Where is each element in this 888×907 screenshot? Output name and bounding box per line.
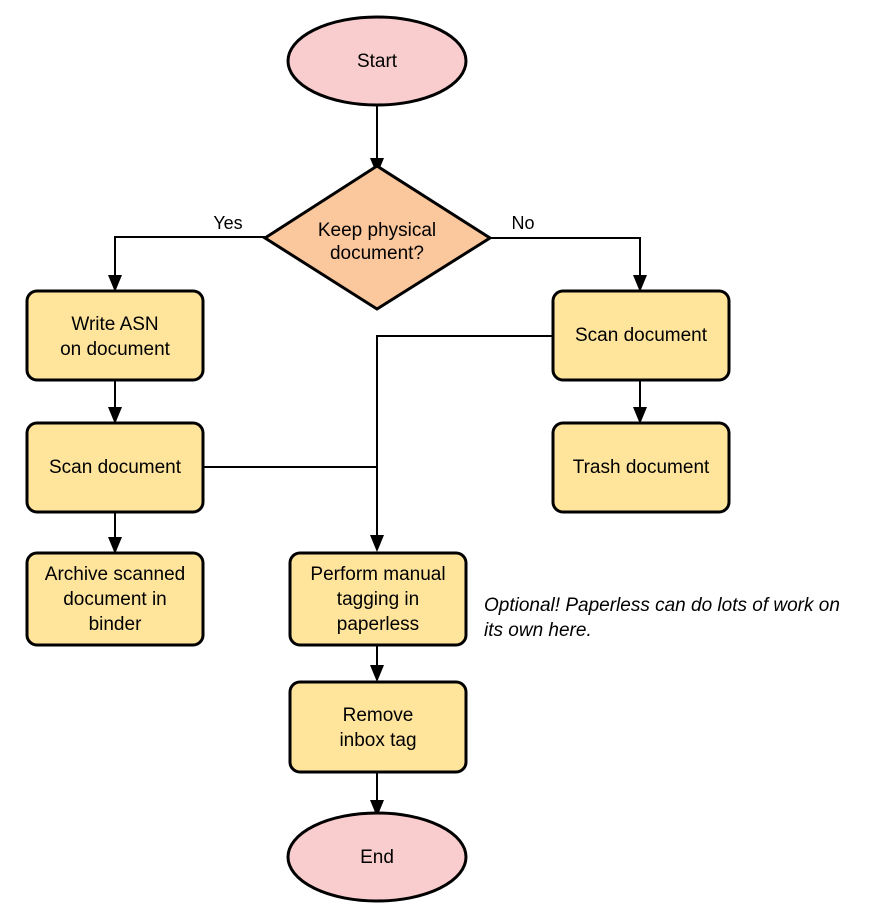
edge-decision-no-to-scan-right: [490, 237, 647, 292]
edge-tagging-to-remove-inbox: [370, 645, 384, 682]
write-asn-box[interactable]: [25, 289, 205, 382]
remove-inbox-box[interactable]: [288, 680, 468, 774]
remove-inbox-label-line1: Remove: [343, 705, 414, 726]
edge-line: [490, 237, 641, 280]
arrow-head-icon: [108, 407, 122, 424]
edge-label-yes: Yes: [213, 213, 242, 233]
node-decision-keep-physical-document[interactable]: Keep physical document?: [262, 164, 493, 311]
node-remove-inbox-tag[interactable]: Remove inbox tag: [288, 680, 468, 774]
edge-write-asn-to-scan-left: [108, 380, 122, 424]
tagging-box[interactable]: [288, 551, 468, 647]
scan-document-left-box[interactable]: [25, 421, 205, 514]
node-scan-document-left[interactable]: Scan document: [25, 421, 205, 514]
end-ellipse[interactable]: [286, 811, 468, 903]
edge-decision-yes-to-write-asn: [108, 236, 265, 292]
arrow-head-icon: [370, 535, 384, 552]
arrow-head-icon: [633, 407, 647, 424]
node-archive-scanned-document[interactable]: Archive scanned document in binder: [25, 551, 205, 647]
arrow-head-icon: [108, 537, 122, 554]
write-asn-label-line2: on document: [60, 339, 171, 360]
decision-label-line2: document?: [330, 243, 424, 264]
edge-scan-left-to-archive: [108, 512, 122, 554]
scan-document-left-label: Scan document: [49, 457, 182, 478]
tagging-label-line2: tagging in: [337, 589, 419, 610]
decision-label-line1: Keep physical: [318, 220, 436, 241]
arrow-head-icon: [370, 800, 384, 817]
edge-scan-right-to-tagging: [370, 335, 553, 552]
node-start[interactable]: Start: [286, 15, 468, 107]
start-label: Start: [357, 51, 398, 72]
archive-box[interactable]: [25, 551, 205, 647]
archive-label-line3: binder: [89, 614, 142, 635]
edge-scan-right-to-trash: [633, 380, 647, 424]
edge-label-no: No: [511, 213, 534, 233]
annotation-line2: its own here.: [484, 620, 592, 641]
end-label: End: [360, 847, 394, 868]
node-write-asn-on-document[interactable]: Write ASN on document: [25, 289, 205, 382]
annotation-line1: Optional! Paperless can do lots of work …: [484, 595, 840, 616]
archive-label-line2: document in: [63, 589, 167, 610]
node-end[interactable]: End: [286, 811, 468, 903]
node-scan-document-right[interactable]: Scan document: [551, 289, 731, 382]
arrow-head-icon: [633, 275, 647, 292]
arrow-head-icon: [370, 665, 384, 682]
scan-document-right-label: Scan document: [575, 325, 708, 346]
scan-document-right-box[interactable]: [551, 289, 731, 382]
edge-remove-inbox-to-end: [370, 772, 384, 817]
tagging-label-line1: Perform manual: [310, 564, 445, 585]
node-trash-document[interactable]: Trash document: [551, 421, 731, 514]
trash-document-label: Trash document: [573, 457, 710, 478]
edge-line: [376, 335, 553, 540]
decision-diamond[interactable]: [262, 164, 493, 311]
node-perform-manual-tagging[interactable]: Perform manual tagging in paperless: [288, 551, 468, 647]
trash-document-box[interactable]: [551, 421, 731, 514]
arrow-head-icon: [108, 275, 122, 292]
annotation-optional-paperless: Optional! Paperless can do lots of work …: [484, 595, 840, 641]
edge-line: [114, 236, 265, 280]
tagging-label-line3: paperless: [337, 614, 419, 635]
write-asn-label-line1: Write ASN: [71, 314, 158, 335]
remove-inbox-label-line2: inbox tag: [339, 730, 416, 751]
archive-label-line1: Archive scanned: [45, 564, 185, 585]
start-ellipse[interactable]: [286, 15, 468, 107]
